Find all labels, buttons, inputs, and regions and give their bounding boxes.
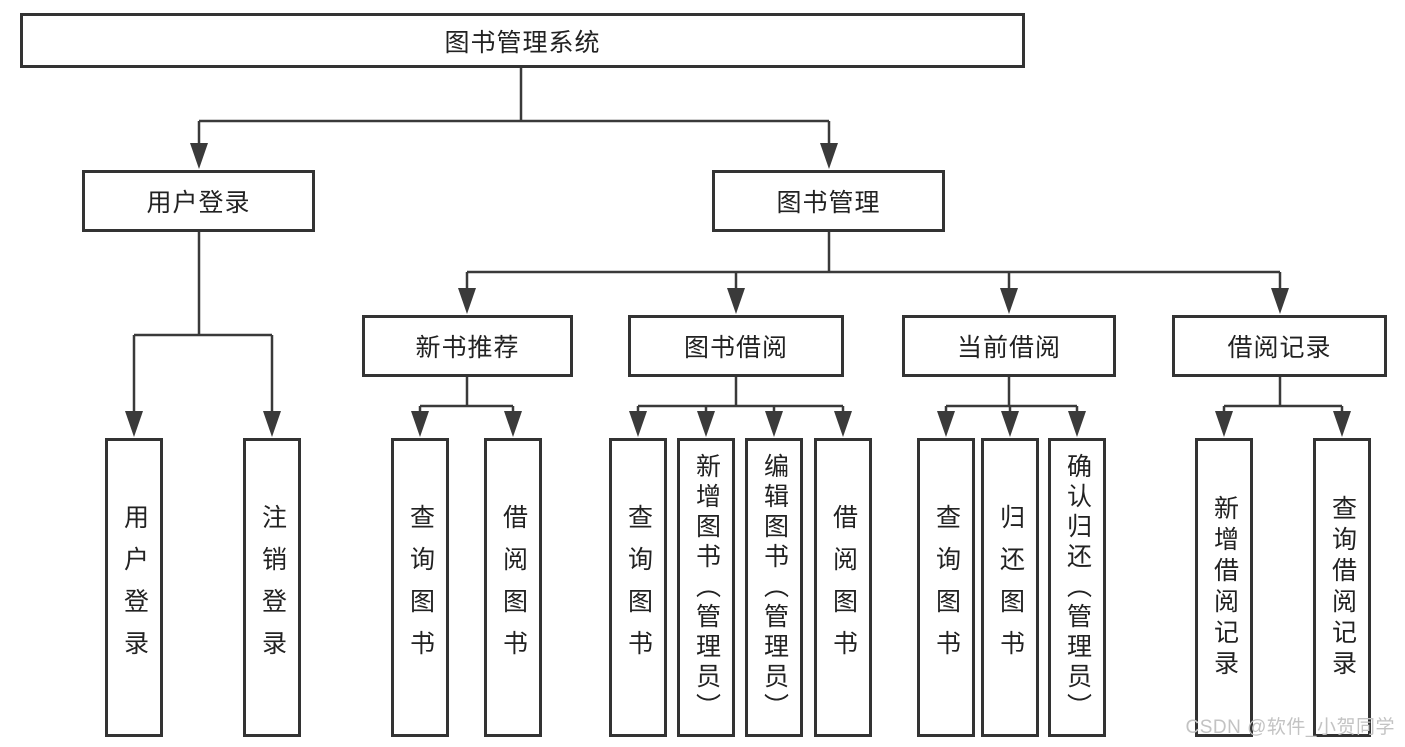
edge-book-management-to-level3 — [458, 232, 1289, 314]
edge-records-to-children — [1215, 377, 1351, 437]
leaf-records-query-record: 查询借阅记录 — [1313, 438, 1371, 737]
edge-current-to-children — [937, 377, 1086, 437]
leaf-records-add-record-label: 新增借阅记录 — [1210, 494, 1239, 681]
leaf-logout-login-label: 注销登录 — [258, 503, 287, 672]
arrowhead-icon — [263, 411, 281, 437]
arrowhead-icon — [629, 411, 647, 437]
arrowhead-icon — [1333, 411, 1351, 437]
arrowhead-icon — [190, 143, 208, 169]
leaf-current-confirm-return-admin-label: 确认归还（管理员） — [1063, 452, 1092, 723]
node-new-book-recommend: 新书推荐 — [362, 315, 573, 377]
leaf-records-query-record-label: 查询借阅记录 — [1328, 494, 1357, 681]
node-current-borrow-label: 当前借阅 — [956, 334, 1061, 362]
arrowhead-icon — [504, 411, 522, 437]
leaf-recommend-query-book-label: 查询图书 — [406, 503, 435, 672]
edge-recommend-to-children — [411, 377, 522, 437]
leaf-borrow-add-book-admin-label: 新增图书（管理员） — [692, 452, 721, 723]
arrowhead-icon — [1068, 411, 1086, 437]
node-book-management: 图书管理 — [712, 170, 945, 232]
leaf-borrow-edit-book-admin: 编辑图书（管理员） — [745, 438, 803, 737]
arrowhead-icon — [937, 411, 955, 437]
csdn-watermark: CSDN @软件_小贺同学 — [1185, 717, 1395, 738]
arrowhead-icon — [834, 411, 852, 437]
arrowhead-icon — [1271, 288, 1289, 314]
node-borrow-records-label: 借阅记录 — [1227, 334, 1332, 362]
leaf-borrow-borrow-book-label: 借阅图书 — [829, 503, 858, 672]
arrowhead-icon — [411, 411, 429, 437]
leaf-current-query-book: 查询图书 — [917, 438, 975, 737]
node-root-label: 图书管理系统 — [444, 28, 601, 57]
leaf-user-login-label: 用户登录 — [120, 503, 149, 672]
leaf-current-return-book-label: 归还图书 — [996, 503, 1025, 672]
arrowhead-icon — [1001, 411, 1019, 437]
arrowhead-icon — [1215, 411, 1233, 437]
leaf-current-confirm-return-admin: 确认归还（管理员） — [1048, 438, 1106, 737]
node-root: 图书管理系统 — [20, 13, 1025, 68]
leaf-borrow-edit-book-admin-label: 编辑图书（管理员） — [760, 452, 789, 723]
arrowhead-icon — [727, 288, 745, 314]
leaf-logout-login: 注销登录 — [243, 438, 301, 737]
node-user-login-label: 用户登录 — [146, 189, 251, 217]
edge-user-login-to-children — [125, 232, 281, 437]
node-book-borrow-label: 图书借阅 — [683, 334, 788, 362]
leaf-records-add-record: 新增借阅记录 — [1195, 438, 1253, 737]
leaf-borrow-add-book-admin: 新增图书（管理员） — [677, 438, 735, 737]
arrowhead-icon — [765, 411, 783, 437]
leaf-recommend-borrow-book: 借阅图书 — [484, 438, 542, 737]
arrowhead-icon — [820, 143, 838, 169]
leaf-borrow-borrow-book: 借阅图书 — [814, 438, 872, 737]
arrowhead-icon — [697, 411, 715, 437]
leaf-borrow-query-book-label: 查询图书 — [624, 503, 653, 672]
node-borrow-records: 借阅记录 — [1172, 315, 1387, 377]
edge-borrow-to-children — [629, 377, 852, 437]
leaf-current-return-book: 归还图书 — [981, 438, 1039, 737]
leaf-user-login: 用户登录 — [105, 438, 163, 737]
node-new-book-recommend-label: 新书推荐 — [415, 334, 520, 362]
edge-root-to-level2 — [190, 68, 838, 169]
node-book-borrow: 图书借阅 — [628, 315, 844, 377]
node-current-borrow: 当前借阅 — [902, 315, 1116, 377]
leaf-recommend-borrow-book-label: 借阅图书 — [499, 503, 528, 672]
arrowhead-icon — [1000, 288, 1018, 314]
leaf-borrow-query-book: 查询图书 — [609, 438, 667, 737]
leaf-current-query-book-label: 查询图书 — [932, 503, 961, 672]
node-book-management-label: 图书管理 — [776, 189, 881, 217]
arrowhead-icon — [125, 411, 143, 437]
arrowhead-icon — [458, 288, 476, 314]
leaf-recommend-query-book: 查询图书 — [391, 438, 449, 737]
node-user-login: 用户登录 — [82, 170, 315, 232]
